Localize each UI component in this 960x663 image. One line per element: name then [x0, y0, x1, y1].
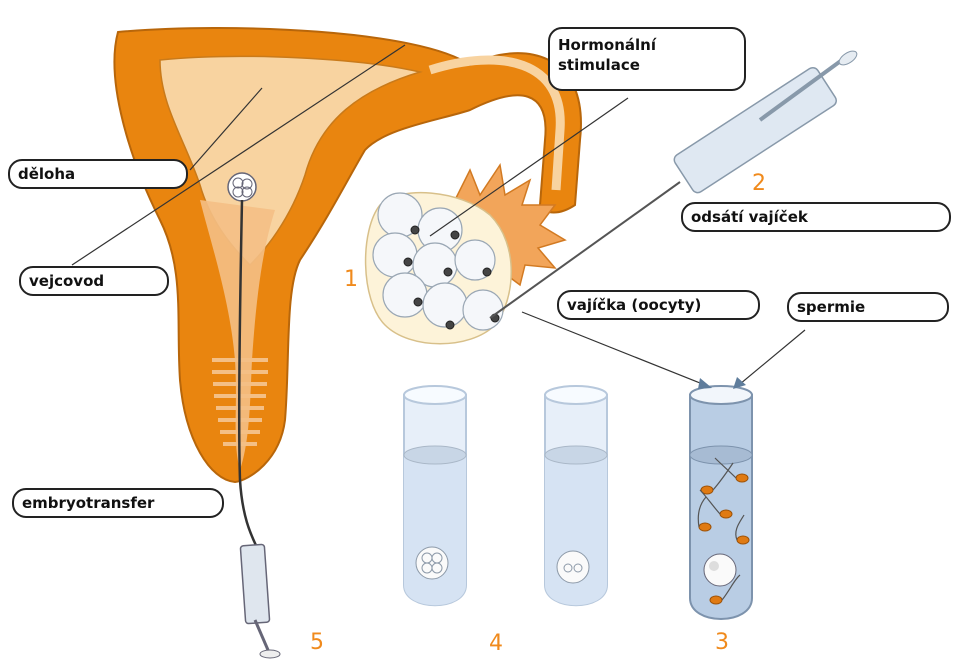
label-hormonalni-stimulace: Hormonální stimulace	[548, 27, 746, 91]
label-vajicka-oocyty: vajíčka (oocyty)	[557, 290, 760, 320]
label-embryotransfer: embryotransfer	[12, 488, 224, 518]
step-number-2: 2	[752, 172, 766, 196]
step-number-4: 4	[489, 632, 503, 656]
test-tube-middle	[545, 386, 607, 605]
label-odsati-vajicek: odsátí vajíček	[681, 202, 951, 232]
step-number-1: 1	[344, 268, 358, 292]
label-vejcovod: vejcovod	[19, 266, 169, 296]
step-number-5: 5	[310, 631, 324, 655]
label-spermie: spermie	[787, 292, 949, 322]
test-tube-right	[690, 386, 752, 619]
transfer-syringe	[240, 544, 280, 658]
label-hormonalni-line2: stimulace	[558, 55, 736, 75]
step-number-3: 3	[715, 631, 729, 655]
label-deloha: děloha	[8, 159, 188, 189]
label-hormonalni-line1: Hormonální	[558, 35, 736, 55]
embryo-in-uterus	[228, 173, 256, 201]
test-tube-left	[404, 386, 466, 605]
